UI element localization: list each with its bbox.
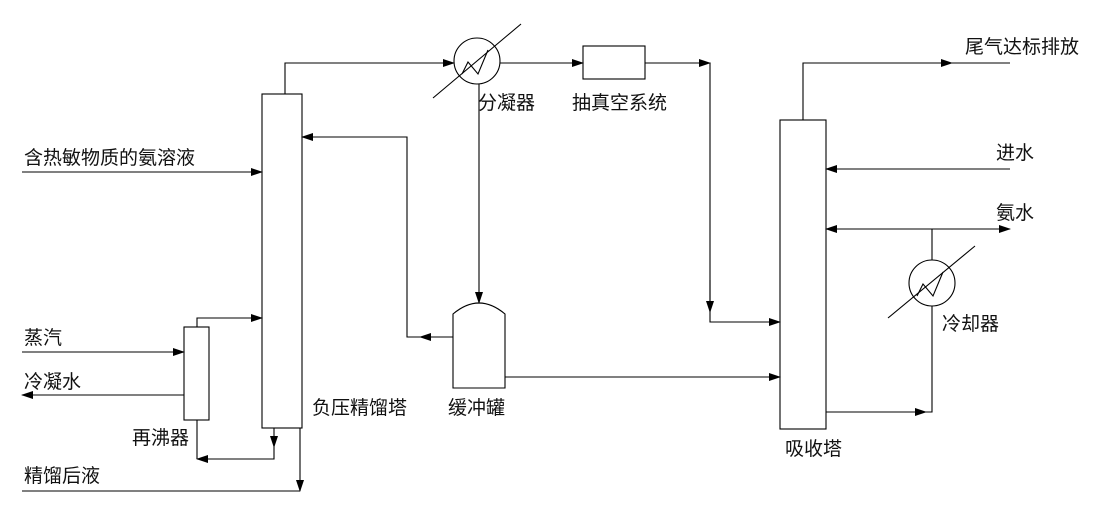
buffer-reflux-line	[301, 133, 453, 338]
exhaust-line	[802, 59, 953, 120]
reboiler-label: 再沸器	[132, 427, 189, 449]
water-in-label: 进水	[996, 142, 1034, 164]
feed-label: 含热敏物质的氨溶液	[24, 147, 195, 169]
absorption-tower	[779, 119, 827, 430]
column-label: 负压精馏塔	[312, 397, 407, 419]
condensate-label: 冷凝水	[24, 371, 81, 393]
cooler-return-line	[826, 306, 933, 413]
exhaust-label: 尾气达标排放	[965, 36, 1079, 58]
bottoms-label: 精馏后液	[24, 465, 100, 487]
vacuum-to-absorber-line	[645, 62, 781, 326]
reboiler-vapor-line	[196, 314, 263, 327]
reboiler-vessel	[183, 326, 210, 421]
partial-condenser-label: 分凝器	[478, 92, 535, 114]
vacuum-system-box	[582, 45, 646, 80]
buffer-label: 缓冲罐	[448, 397, 505, 419]
cooler-label: 冷却器	[942, 313, 999, 335]
absorber-label: 吸收塔	[785, 438, 842, 460]
steam-label: 蒸汽	[24, 327, 62, 349]
condenser-symbol	[432, 23, 522, 99]
distillation-column	[261, 93, 303, 429]
buffer-tank	[452, 302, 506, 389]
ammonia-water-label: 氨水	[996, 202, 1034, 224]
vacuum-label: 抽真空系统	[572, 92, 667, 114]
column-to-reboiler-line	[196, 447, 275, 463]
overhead-line	[284, 59, 455, 94]
